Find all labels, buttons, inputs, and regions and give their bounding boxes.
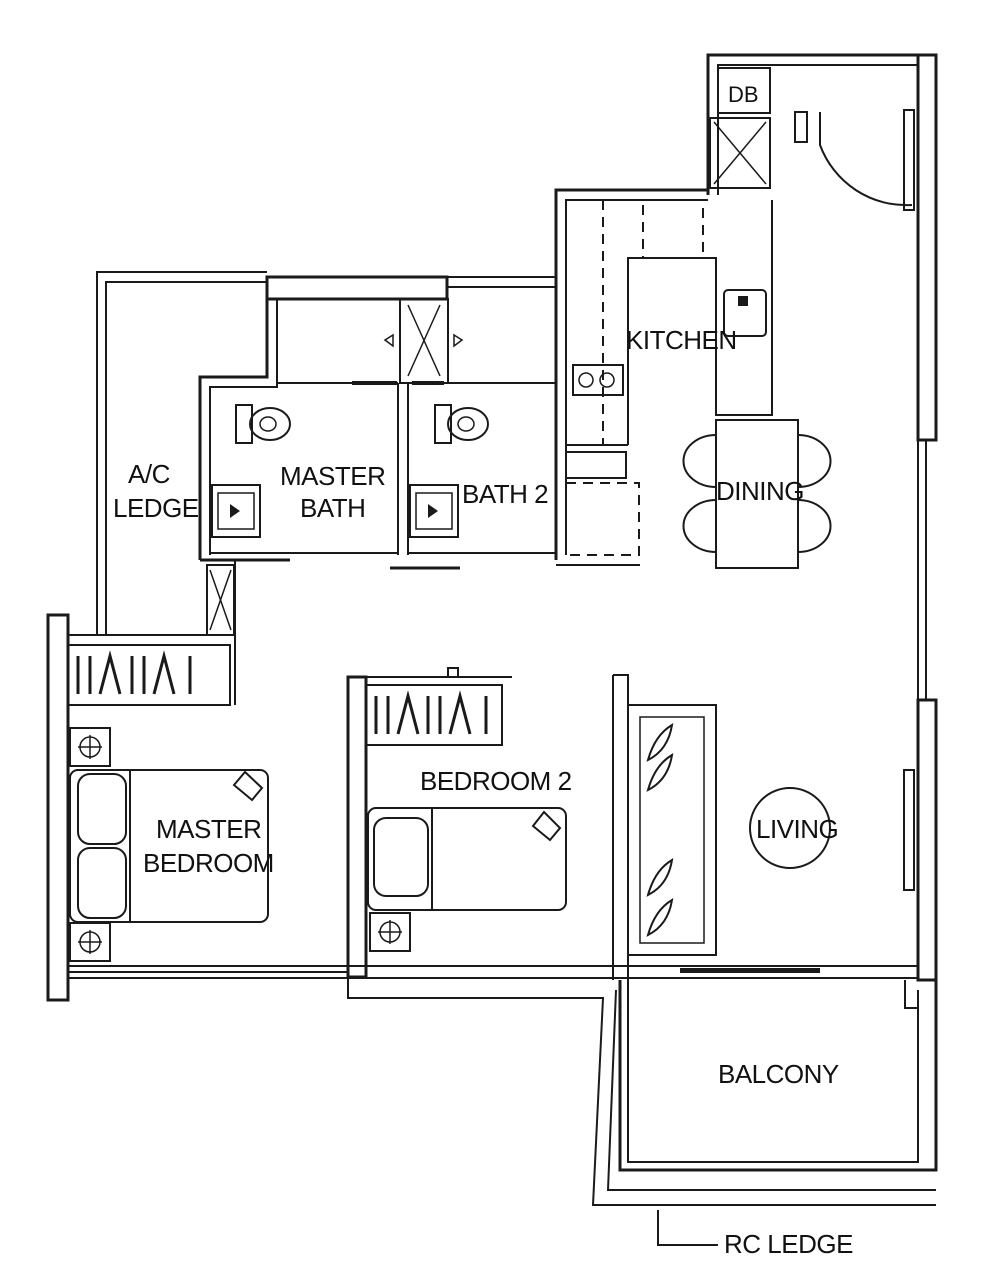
master-bedroom-label-1: MASTER [156, 814, 261, 844]
bath2-basin [409, 484, 459, 538]
bedroom2-bed [367, 807, 567, 911]
balcony-label: BALCONY [718, 1059, 839, 1089]
bath-top-beam [265, 275, 449, 301]
entrance-door-leaf[interactable] [794, 111, 808, 143]
exterior-walls [46, 53, 938, 1206]
kitchen-sink [723, 289, 767, 337]
bedroom2-label: BEDROOM 2 [420, 766, 572, 796]
master-bedside-top [69, 727, 111, 767]
bedroom2-pillow [373, 817, 429, 897]
master-wardrobe [67, 644, 231, 706]
ac-ledge-label-1: A/C [128, 459, 170, 489]
living-label: LIVING [756, 814, 838, 844]
dining-label: DINING [716, 476, 804, 506]
living-sofa [627, 704, 717, 956]
dining-table [715, 419, 799, 569]
kitchen-label: KITCHEN [626, 325, 737, 355]
bedroom2-wardrobe-hangers [374, 690, 488, 735]
db-label: DB [728, 82, 759, 107]
master-wardrobe-hangers [76, 650, 192, 695]
db-cabinet: DB [709, 67, 771, 189]
washer [565, 482, 640, 556]
bedroom2-bedside [369, 912, 411, 952]
living-marker [749, 787, 831, 869]
master-pillow-2 [77, 847, 127, 919]
kitchen-area: KITCHEN [565, 199, 773, 556]
bedroom-2: BEDROOM 2 [365, 684, 572, 952]
bath2-label: BATH 2 [462, 479, 548, 509]
bedroom2-left-wall [346, 675, 368, 979]
bath2-fixtures: BATH 2 [409, 404, 549, 538]
fridge [565, 451, 627, 479]
rc-ledge-callout: RC LEDGE [657, 1210, 854, 1259]
cooktop [572, 364, 624, 396]
master-bed [69, 769, 269, 923]
right-facade-wall-lower [916, 698, 938, 982]
living-area: LIVING [627, 704, 839, 956]
left-facade-wall [46, 613, 70, 1002]
master-bath-toilet-bowl [249, 407, 291, 441]
master-bath-basin [211, 484, 261, 538]
right-facade-wall [916, 53, 938, 442]
master-bedroom-label-2: BEDROOM [143, 848, 274, 878]
bedroom2-wardrobe [365, 684, 503, 746]
ac-ledge-label-2: LEDGE [113, 493, 199, 523]
rc-ledge-label: RC LEDGE [724, 1229, 853, 1259]
master-pillow-1 [77, 773, 127, 845]
master-bath-toilet-tank [235, 404, 253, 444]
kitchen-top-cabinet [642, 199, 704, 259]
master-bath-label-2: BATH [300, 493, 365, 523]
bath2-toilet-bowl [447, 407, 489, 441]
master-bath-label-1: MASTER [280, 461, 385, 491]
bath2-toilet-tank [434, 404, 452, 444]
dining-set: DINING [682, 419, 832, 569]
ac-ledge: A/C LEDGE [113, 459, 199, 523]
master-bedroom: MASTER BEDROOM [67, 644, 274, 962]
master-bath-fixtures: MASTER BATH [211, 404, 386, 538]
balcony: BALCONY [718, 1059, 839, 1089]
